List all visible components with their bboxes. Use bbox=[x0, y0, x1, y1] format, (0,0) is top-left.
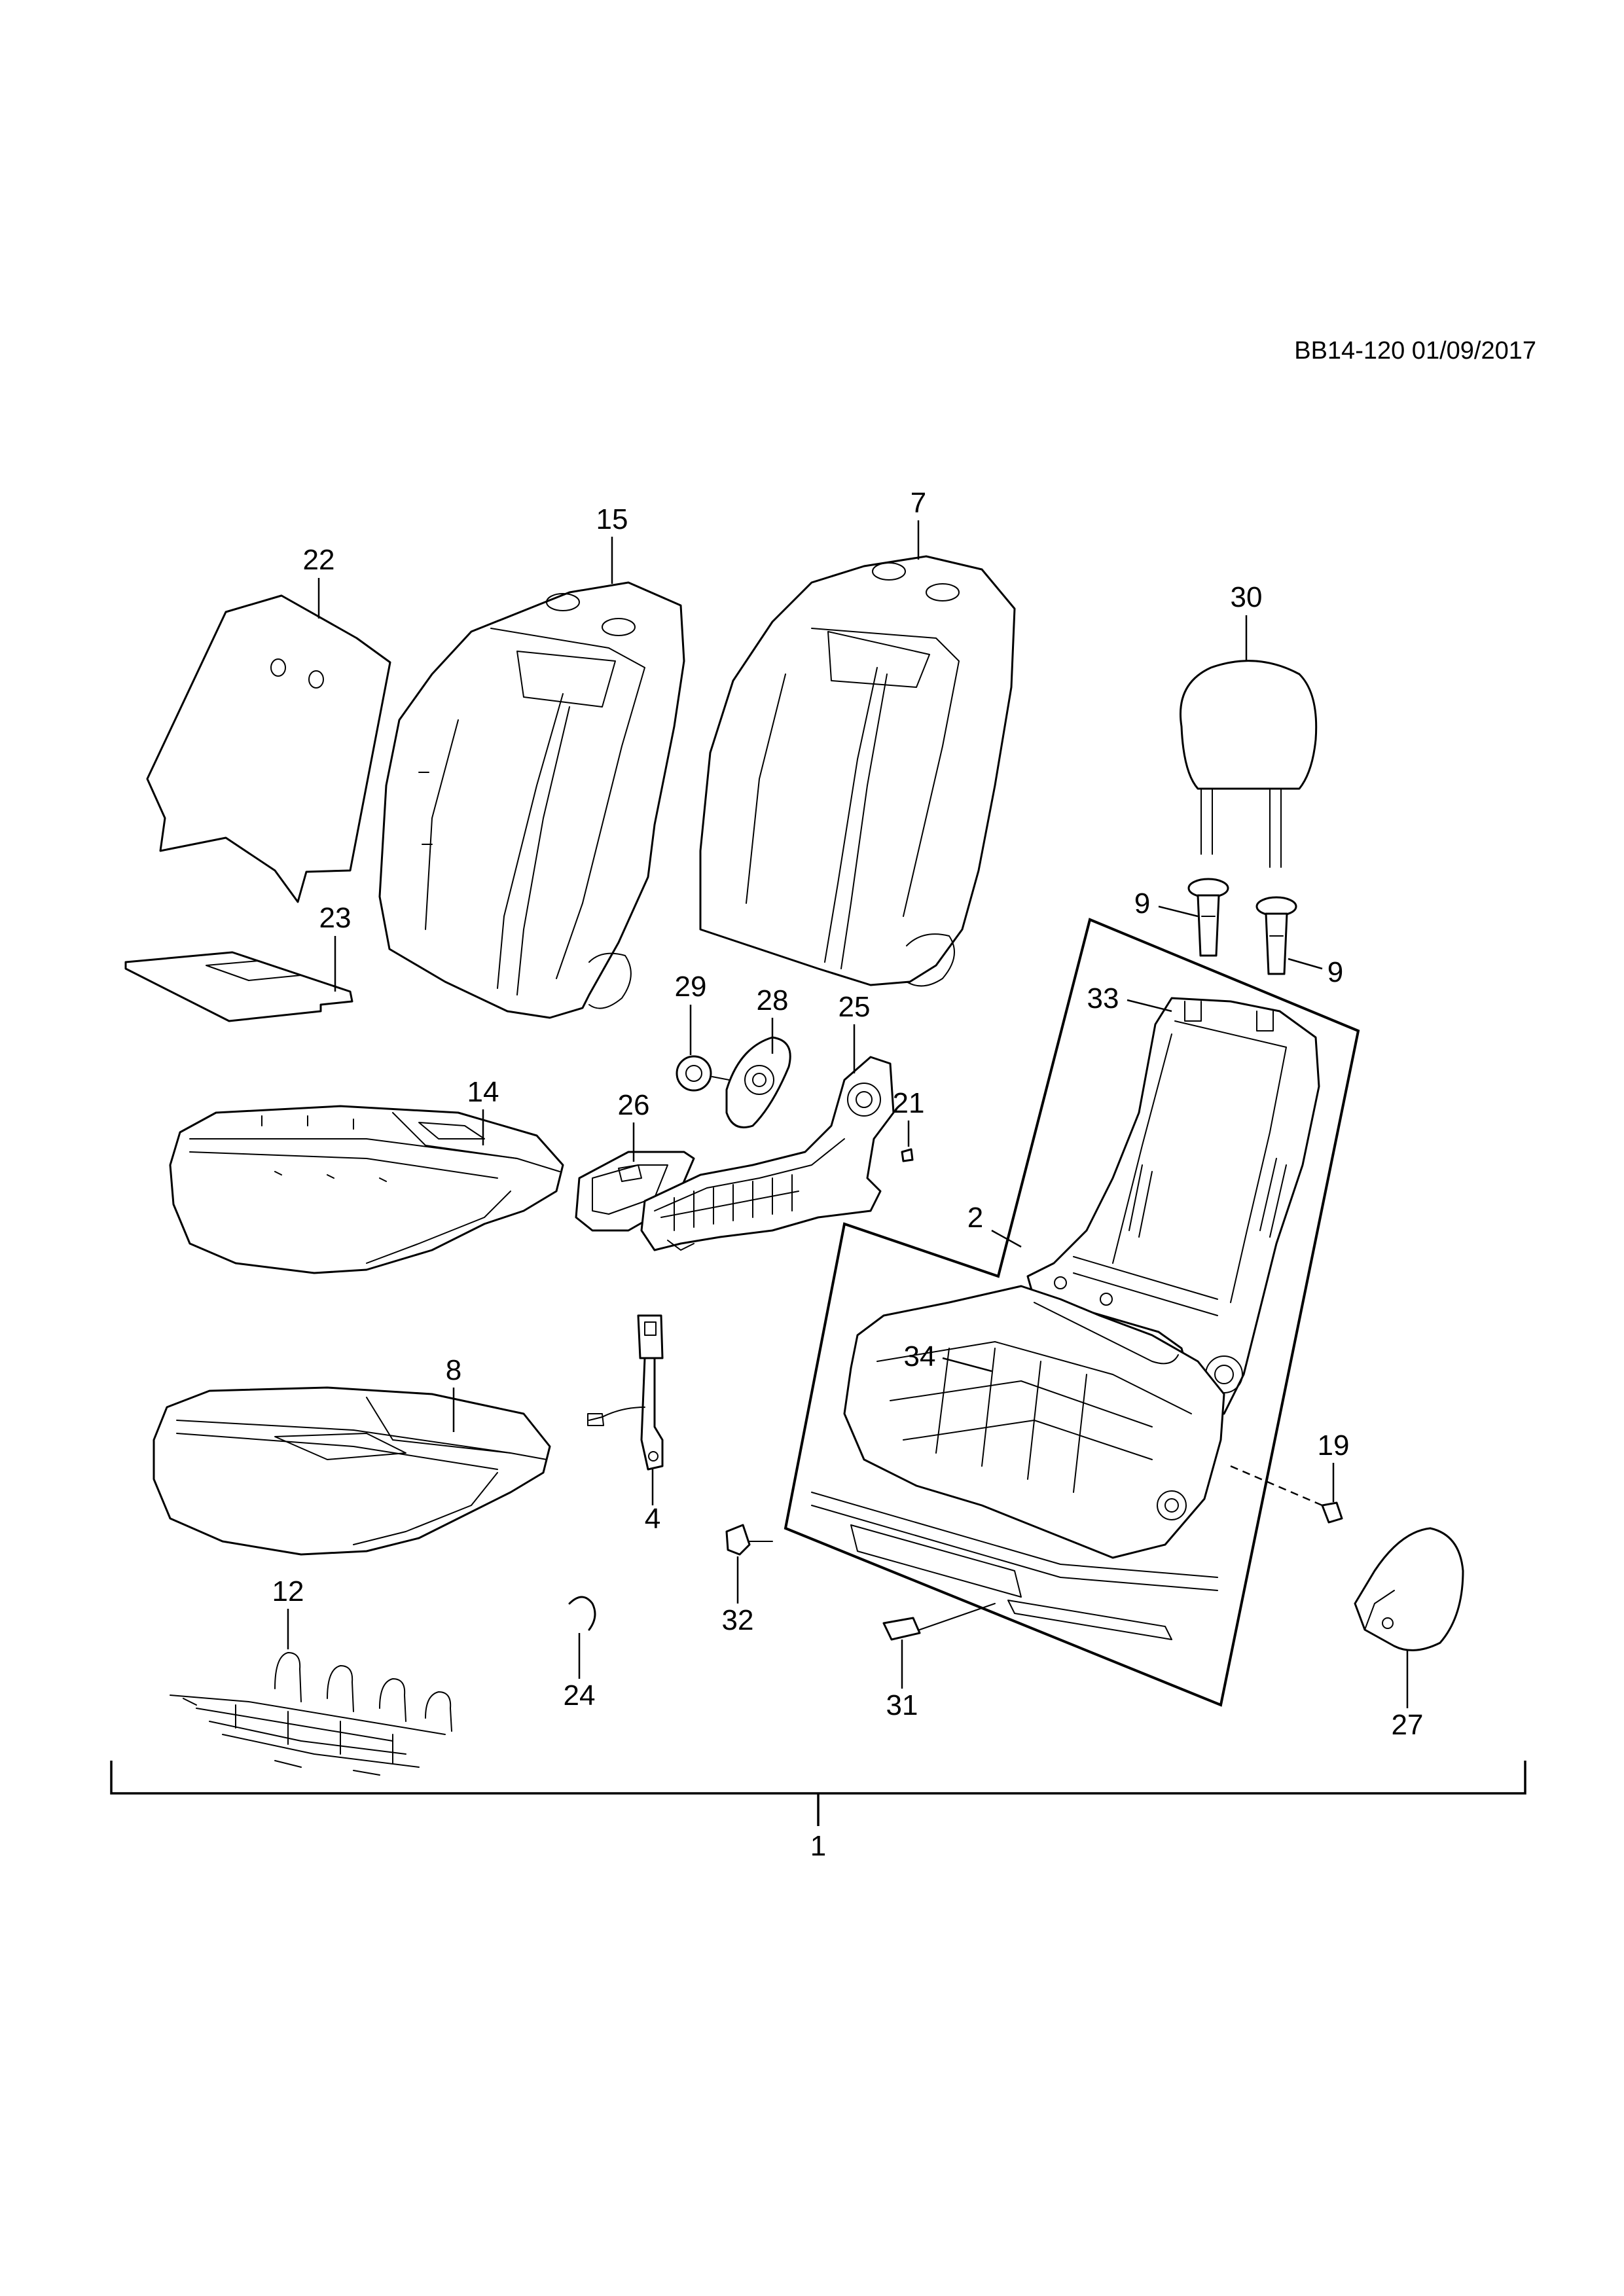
diagram-code: BB14-120 01/09/2017 bbox=[1294, 337, 1536, 365]
part-33-backrest-frame bbox=[1026, 997, 1320, 1415]
part-14-seat-cushion-pad bbox=[169, 1105, 564, 1274]
dashed-line-19 bbox=[1230, 1465, 1323, 1507]
part-29-recliner-knob bbox=[676, 1055, 747, 1092]
part-9-headrest-guide-right bbox=[1255, 896, 1297, 975]
part-25-side-shield bbox=[640, 1056, 895, 1251]
callout-19: 19 bbox=[1318, 1429, 1350, 1462]
callout-9-right: 9 bbox=[1327, 956, 1343, 988]
callout-26: 26 bbox=[618, 1089, 650, 1121]
callout-24: 24 bbox=[564, 1679, 596, 1712]
callout-14: 14 bbox=[467, 1076, 499, 1108]
callout-1: 1 bbox=[810, 1830, 826, 1862]
assembly-bracket bbox=[110, 1761, 1526, 1795]
callout-8: 8 bbox=[446, 1354, 461, 1386]
part-4-belt-buckle bbox=[587, 1314, 664, 1471]
callout-2: 2 bbox=[967, 1202, 983, 1234]
part-22-backrest-pad bbox=[146, 594, 391, 903]
callout-32: 32 bbox=[722, 1604, 754, 1636]
callout-12: 12 bbox=[272, 1575, 304, 1607]
seat-frame-assembly-box bbox=[784, 918, 1360, 1707]
part-12-spring-mat bbox=[170, 1652, 452, 1776]
callout-22: 22 bbox=[303, 544, 335, 576]
part-28-recliner-cover bbox=[725, 1036, 791, 1128]
callout-21: 21 bbox=[893, 1087, 925, 1119]
callout-9-left: 9 bbox=[1134, 888, 1150, 920]
part-15-backrest-cushion bbox=[378, 581, 685, 1019]
part-24-clip-ring bbox=[568, 1596, 596, 1631]
leader-34 bbox=[942, 1357, 992, 1372]
part-7-backrest-cover bbox=[699, 555, 1016, 987]
callout-23: 23 bbox=[319, 902, 352, 934]
part-23-pad-mat bbox=[124, 951, 353, 1022]
callout-15: 15 bbox=[596, 503, 628, 535]
part-9-headrest-guide-left bbox=[1187, 878, 1229, 957]
leader-33 bbox=[1127, 999, 1172, 1013]
part-34-seat-frame bbox=[811, 1285, 1225, 1640]
callout-29: 29 bbox=[675, 971, 707, 1003]
callout-28: 28 bbox=[757, 984, 789, 1016]
part-30-headrest bbox=[1180, 660, 1318, 868]
leader-2 bbox=[991, 1229, 1022, 1248]
callout-7: 7 bbox=[911, 487, 926, 519]
callout-34: 34 bbox=[904, 1340, 936, 1372]
callout-25: 25 bbox=[839, 991, 871, 1023]
callout-30: 30 bbox=[1231, 581, 1263, 613]
leader-9b bbox=[1288, 958, 1323, 970]
leader-9a bbox=[1158, 905, 1199, 918]
callout-33: 33 bbox=[1087, 982, 1119, 1014]
part-19-bolt bbox=[1321, 1501, 1343, 1524]
part-8-seat-cover bbox=[153, 1386, 551, 1556]
callout-4: 4 bbox=[645, 1503, 660, 1535]
part-27-outer-trim bbox=[1354, 1527, 1464, 1651]
part-32-track-clip bbox=[725, 1524, 773, 1556]
part-31-track-cover bbox=[882, 1603, 996, 1641]
callout-31: 31 bbox=[886, 1689, 918, 1721]
part-21-screw bbox=[901, 1148, 914, 1162]
callout-27: 27 bbox=[1392, 1709, 1424, 1741]
